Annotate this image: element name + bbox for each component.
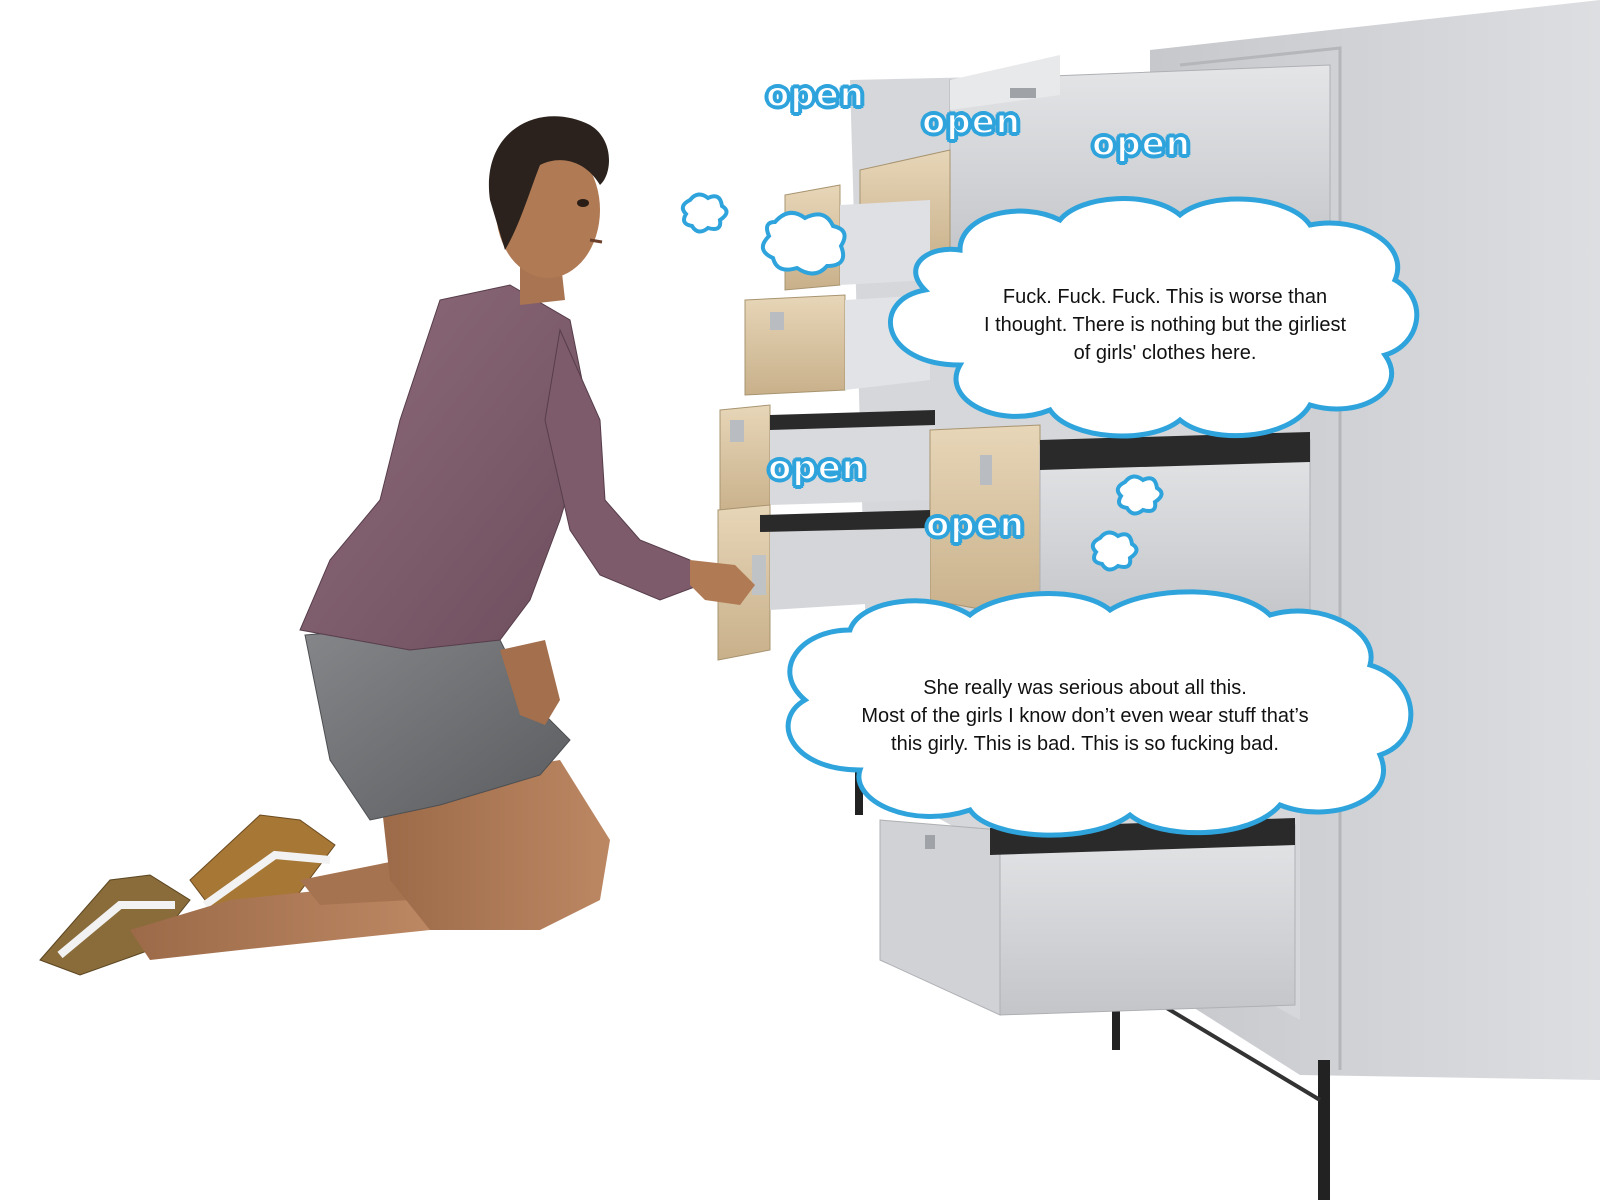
thought-bubble-bottom-text: She really was serious about all this. M… — [805, 674, 1365, 758]
skirt — [304, 619, 571, 821]
drawer-middle-right — [929, 424, 1311, 626]
hand — [500, 640, 560, 725]
thought-bubble-bottom — [785, 589, 1414, 838]
sfx-open: open — [767, 447, 867, 489]
sfx-open: open — [921, 101, 1021, 143]
cloud-puff — [1090, 530, 1139, 572]
sfx-open: open — [765, 74, 865, 116]
drawer-bottom — [879, 818, 1296, 1016]
bubble-line: of girls' clothes here. — [1073, 342, 1257, 364]
thought-bubble-top — [888, 196, 1420, 439]
bubble-line: Fuck. Fuck. Fuck. This is worse than — [1002, 286, 1328, 308]
cloud-puff — [680, 192, 729, 234]
blouse — [299, 284, 591, 651]
cabinet-leg — [855, 770, 863, 815]
bubble-line: I thought. There is nothing but the girl… — [983, 314, 1347, 336]
bubble-line: this girly. This is bad. This is so fuck… — [891, 733, 1279, 755]
hair — [488, 116, 610, 250]
drawer-middle — [719, 404, 935, 516]
bubble-line: She really was serious about all this. — [923, 677, 1247, 699]
cabinet-leg — [1318, 1060, 1330, 1200]
cloud-puff — [761, 210, 847, 276]
shoe — [39, 874, 191, 976]
kneeling-woman — [39, 116, 755, 976]
thought-bubble-top-text: Fuck. Fuck. Fuck. This is worse than I t… — [955, 283, 1375, 367]
sfx-open: open — [925, 504, 1025, 546]
drawer-lower-left — [717, 504, 930, 661]
cloud-puff — [1115, 474, 1164, 516]
sfx-open: open — [1091, 123, 1191, 165]
arm-sleeve — [544, 328, 701, 601]
bubble-line: Most of the girls I know don’t even wear… — [861, 705, 1309, 727]
hand — [690, 560, 755, 605]
